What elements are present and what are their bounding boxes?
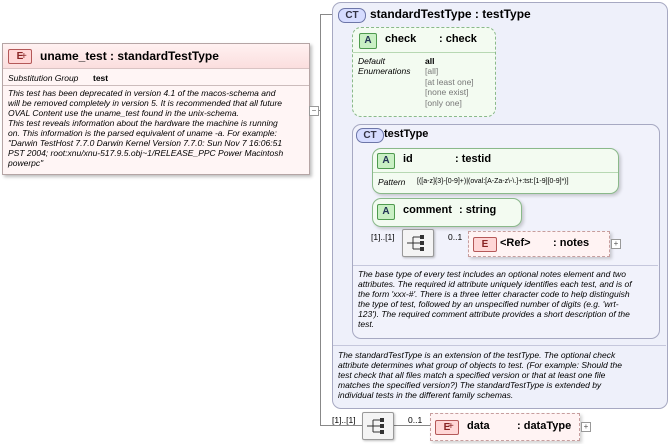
sequence-icon [407,235,424,251]
doc-line: matches the specified version?) The stan… [338,380,602,390]
attribute-badge: A [377,204,395,220]
ref-name: <Ref> [500,237,531,249]
sequence-compositor-icon[interactable] [402,229,434,257]
complex-type-badge: CT [338,8,366,23]
doc-line: the form 'xxx-#'. There is a three lette… [358,289,630,299]
doc-line: attributes. The required id attribute un… [358,279,632,289]
doc-line: the type of test, followed by an unspeci… [358,299,619,309]
attribute-badge: A [377,153,395,169]
comment-attribute-box[interactable]: A comment : string [372,198,522,227]
test-type-documentation: The base type of every test includes an … [358,269,654,329]
element-header: E + uname_test : standardTestType [3,44,309,69]
doc-line: on. This information is the parsed equiv… [8,128,277,138]
doc-line: "Darwin TestHost 7.7.0 Darwin Kernel Ver… [8,138,283,148]
check-attr-name: check [385,33,417,45]
element-documentation: This test has been deprecated in version… [8,88,308,168]
data-type: : dataType [517,420,572,432]
doc-line: powerpc" [8,158,44,168]
sequence-compositor-icon[interactable] [362,412,394,440]
comment-attr-type: : string [459,204,497,216]
uname-test-element-box[interactable]: E + uname_test : standardTestType Substi… [2,43,310,175]
doc-line: attribute determines what group of objec… [338,360,622,370]
doc-line: This test reveals information about the … [8,118,278,128]
divider [373,172,618,173]
connector-line [320,14,333,15]
doc-line: test check that all files match a specif… [338,370,606,380]
enumerations-label: Enumerations [358,66,411,76]
element-plus-icon: + [448,421,454,432]
doc-line: OVAL Content use the uname_test found in… [8,108,239,118]
element-badge: E [8,49,32,64]
expand-plus-icon[interactable]: + [581,422,591,432]
enum-value: [all] [425,66,439,76]
enum-value: [only one] [425,97,462,108]
id-attr-name: id [403,153,413,165]
default-value: all [425,56,435,66]
doc-line: test. [358,319,375,329]
test-type-title: testType [384,128,429,140]
data-element-box[interactable]: E + data : dataType [430,413,580,441]
id-attribute-box[interactable]: A id : testid Pattern [([a-z]{3}-[0-9]+)… [372,148,619,194]
divider [333,345,666,346]
expand-plus-icon[interactable]: + [611,239,621,249]
pattern-value: [([a-z]{3}-[0-9]+)|(oval:[A-Za-z\-\.]+:t… [417,178,569,185]
complex-type-title: standardTestType : testType [370,7,531,21]
divider [353,265,658,266]
element-title: uname_test : standardTestType [40,49,219,63]
connector-line [392,425,430,426]
attribute-badge: A [359,33,377,49]
check-attr-type: : check [439,33,477,45]
id-attr-type: : testid [455,153,492,165]
check-attribute-box[interactable]: A check : check Default all Enumerations… [352,27,496,117]
data-name: data [467,420,490,432]
sequence-icon [367,418,384,434]
element-badge: E [473,237,497,252]
divider [353,52,495,53]
enumeration-list: [all] [at least one] [none exist] [only … [425,66,474,108]
divider [3,85,309,86]
default-label: Default [358,56,385,66]
sequence-multiplicity: [1]..[1] [332,415,356,425]
notes-ref-box[interactable]: E <Ref> : notes [468,231,610,257]
ref-type: : notes [553,237,590,249]
comment-attr-name: comment [403,204,452,216]
doc-line: 123'). The required comment attribute pr… [358,309,630,319]
doc-line: PST 2004; root:xnu/xnu-517.9.5.obj~1/REL… [8,148,284,158]
enum-value: [none exist] [425,87,469,97]
element-plus-icon: + [21,51,27,62]
element-badge: E [435,420,459,435]
doc-line: The standardTestType is an extension of … [338,350,616,360]
doc-line: individual tests in the different family… [338,390,514,400]
enum-value: [at least one] [425,76,474,87]
sequence-multiplicity: [1]..[1] [371,232,395,242]
complex-type-documentation: The standardTestType is an extension of … [338,350,664,400]
doc-line: will be removed completely in version 5.… [8,98,283,108]
collapse-minus-icon[interactable]: − [309,106,319,116]
ref-multiplicity: 0..1 [448,232,463,242]
substitution-group-label: Substitution Group [8,73,79,83]
pattern-label: Pattern [378,177,406,187]
connector-line [320,14,321,426]
data-multiplicity: 0..1 [408,415,423,425]
complex-type-badge: CT [356,128,384,143]
substitution-group-value: test [93,73,109,83]
doc-line: This test has been deprecated in version… [8,88,276,98]
doc-line: The base type of every test includes an … [358,269,626,279]
connector-line [320,425,362,426]
